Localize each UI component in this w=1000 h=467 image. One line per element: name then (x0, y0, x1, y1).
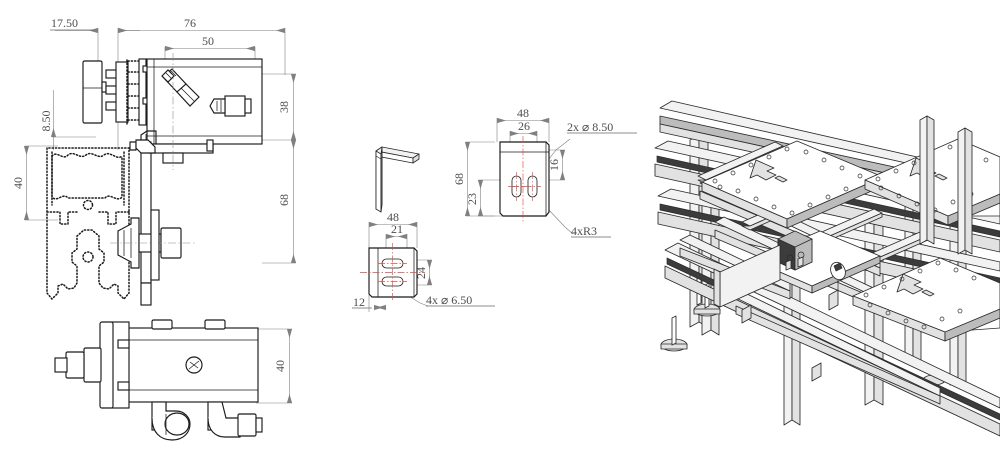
dimension-label: 76 (184, 16, 196, 30)
dimension-label: 68 (277, 194, 291, 206)
note-label: 4xR3 (571, 224, 597, 238)
stopper-module-3d (777, 230, 813, 271)
straight-fitting (209, 95, 252, 117)
dimension-26: 26 (509, 119, 538, 150)
workpiece-carrier-pallet (701, 140, 884, 229)
dimension-label: 38 (277, 101, 291, 113)
hardware-details (741, 289, 839, 382)
dimension-label: 48 (387, 210, 399, 224)
dimension-label: 17.50 (51, 16, 78, 30)
dimension-8-50: 8.50 (39, 90, 96, 150)
dimension-label: 40 (11, 177, 25, 189)
view-bottom: 40 (54, 319, 293, 441)
angled-fitting (161, 68, 200, 107)
pallet-bolt-holes (712, 146, 863, 216)
note-label: 2x ⌀ 8.50 (567, 120, 613, 134)
clamp-stack (82, 58, 149, 126)
dimension-68-bracket: 68 (452, 141, 495, 217)
dimension-68-main: 68 (262, 140, 297, 264)
mount-bracket-plate (129, 130, 157, 284)
view-main-section: 17.50 76 50 8.50 40 (11, 16, 297, 306)
note-4xR3: 4xR3 (547, 208, 611, 238)
sensor-bracket-3d (830, 261, 846, 292)
note-label: 4x ⌀ 6.50 (426, 293, 472, 307)
view-bracket-small: 48 21 24 12 4x ⌀ 6.50 (352, 210, 495, 312)
bottom-view-geometry (54, 319, 263, 441)
stopper-body (146, 53, 263, 170)
pallet-arrow-icon (896, 273, 924, 295)
dimension-label: 12 (353, 295, 365, 309)
bracket-large-geometry (499, 136, 550, 222)
workpiece-carrier-pallet (852, 257, 1000, 342)
view-bracket-large: 48 26 68 23 16 2x (452, 106, 637, 238)
dimension-label: 8.50 (39, 111, 53, 132)
pallet-arrow-icon (749, 159, 777, 181)
dimension-label: 26 (518, 119, 530, 133)
view-bracket-iso (375, 146, 420, 213)
dimension-12: 12 (352, 295, 386, 312)
bolt-assembly (110, 209, 195, 281)
dimension-label: 40 (273, 360, 287, 372)
side-guide-plate (713, 244, 781, 308)
dimension-label: 68 (452, 173, 466, 185)
dimension-label: 16 (547, 159, 561, 171)
dimension-48-small: 48 (368, 210, 418, 248)
dimension-label: 48 (517, 106, 529, 120)
dimension-48-large: 48 (496, 106, 550, 142)
dimension-40-profile: 40 (11, 145, 58, 221)
extrusion-profile-hidden (46, 147, 130, 301)
view-iso-assembly (654, 100, 1000, 437)
dimension-76: 76 (118, 16, 286, 75)
rear-uprights (919, 115, 973, 255)
dimension-label: 21 (391, 222, 403, 236)
lower-rail (140, 282, 152, 306)
dimension-label: 23 (465, 193, 479, 205)
pallet-bolt-holes (863, 260, 977, 330)
dimension-40-bottom: 40 (256, 328, 293, 404)
dimension-label: 50 (202, 34, 214, 48)
bracket-small-geometry (360, 243, 425, 302)
dimension-38: 38 (262, 73, 297, 141)
